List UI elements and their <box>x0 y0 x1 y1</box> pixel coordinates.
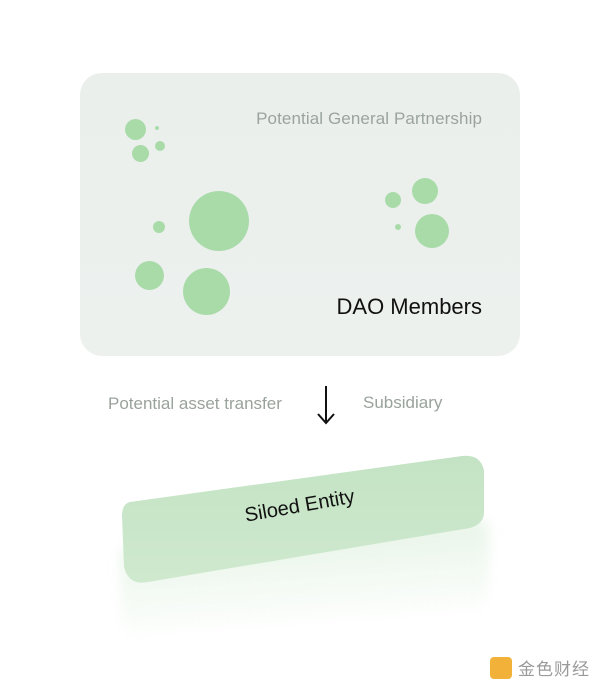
member-bubble <box>153 221 165 233</box>
asset-transfer-label: Potential asset transfer <box>108 394 282 413</box>
member-bubble <box>155 141 165 151</box>
member-bubble <box>183 268 230 315</box>
member-bubble <box>132 145 149 162</box>
member-bubble <box>155 126 159 130</box>
subsidiary-label: Subsidiary <box>363 393 443 412</box>
card-title: Potential General Partnership <box>256 109 482 128</box>
member-bubble <box>385 192 401 208</box>
watermark: 金色财经 <box>490 655 590 680</box>
watermark-text: 金色财经 <box>518 660 590 680</box>
member-bubble <box>395 224 401 230</box>
member-bubble <box>125 119 146 140</box>
watermark-logo-icon <box>490 656 512 679</box>
dao-members-label: DAO Members <box>336 294 482 319</box>
general-partnership-card: Potential General Partnership DAO Member… <box>80 73 520 356</box>
member-bubble <box>412 178 438 204</box>
arrow-down-icon <box>317 386 335 425</box>
member-bubble <box>415 214 449 248</box>
member-bubble <box>189 191 249 251</box>
member-bubble <box>135 261 164 290</box>
